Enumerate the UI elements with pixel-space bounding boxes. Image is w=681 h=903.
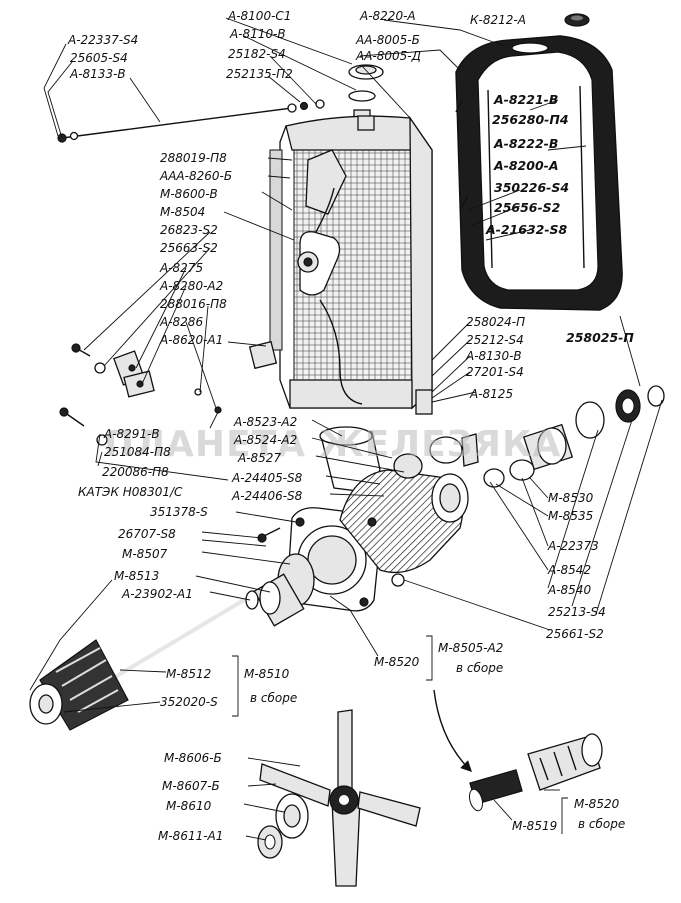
label-a8527: А-8527 <box>237 451 281 465</box>
label-a24406-s8: А-24406-S8 <box>231 489 303 503</box>
label-25656-s2: 25656-S2 <box>494 200 560 215</box>
label-350226-s4: 350226-S4 <box>494 180 569 195</box>
label-m8513: М-8513 <box>114 569 159 583</box>
label-m8505-assembled: в сборе <box>456 661 503 675</box>
label-a8133-v: А-8133-В <box>69 67 126 81</box>
label-a8291-v: А-8291-В <box>103 427 160 441</box>
small-cap <box>564 13 590 27</box>
label-a8222-v: А-8222-В <box>493 136 558 151</box>
label-220086-p8: 220086-П8 <box>102 465 169 479</box>
label-a8542: А-8542 <box>547 563 591 577</box>
label-m8510: М-8510 <box>244 667 290 681</box>
label-a8280-a2: А-8280-А2 <box>159 279 223 293</box>
bushings <box>468 733 603 812</box>
label-m8600-v: М-8600-В <box>160 187 218 201</box>
detail-arrow <box>433 689 472 772</box>
label-26823-s2: 26823-S2 <box>160 223 218 237</box>
label-a8221-v: А-8221-В <box>493 92 558 107</box>
label-m8519: М-8519 <box>512 819 557 833</box>
label-m8520-bushing: М-8520 <box>574 797 620 811</box>
label-25661-s2: 25661-S2 <box>546 627 604 641</box>
radiator-core <box>269 115 433 415</box>
label-a8540: А-8540 <box>547 583 591 597</box>
label-m8611-a1: М-8611-А1 <box>158 829 223 843</box>
label-aaa8260-b: ААА-8260-Б <box>159 169 232 183</box>
label-258025-p: 258025-П <box>566 330 634 345</box>
pump-outlet-elbow <box>319 426 381 493</box>
label-a8286: А-8286 <box>159 315 203 329</box>
label-27201-s4: 27201-S4 <box>466 365 524 379</box>
label-a23902-a1: А-23902-А1 <box>121 587 193 601</box>
label-a24405-s8: А-24405-S8 <box>231 471 303 485</box>
label-a8620-a1: А-8620-А1 <box>159 333 223 347</box>
label-256280-p4: 256280-П4 <box>492 112 569 127</box>
label-288016-p8: 288016-П8 <box>160 297 227 311</box>
label-aa8005-b: АА-8005-Б <box>355 33 420 47</box>
label-aa8005-d: АА-8005-Д <box>355 49 421 63</box>
label-288019-p8: 288019-П8 <box>160 151 227 165</box>
part-labels: А-22337-S4 25605-S4 А-8133-В А-8100-С1 А… <box>67 9 634 843</box>
pump-shaft-parts <box>393 385 665 488</box>
label-k8212-a: К-8212-А <box>470 13 526 27</box>
label-m8512: М-8512 <box>166 667 211 681</box>
label-m8520-assembled: в сборе <box>578 817 625 831</box>
label-a8524-a2: А-8524-А2 <box>233 433 297 447</box>
label-a8220-a: А-8220-А <box>359 9 416 23</box>
label-m8530: М-8530 <box>548 491 594 505</box>
label-m8606-b: М-8606-Б <box>164 751 222 765</box>
impeller-shaft <box>29 598 246 731</box>
thermostat <box>297 149 363 405</box>
label-25213-s4: 25213-S4 <box>548 605 606 619</box>
label-m8610: М-8610 <box>166 799 212 813</box>
label-m8535: М-8535 <box>548 509 593 523</box>
label-m8520-pump: М-8520 <box>374 655 420 669</box>
label-252135-p2: 252135-П2 <box>226 67 293 81</box>
label-25212-s4: 25212-S4 <box>466 333 524 347</box>
label-m8505-a2: М-8505-А2 <box>438 641 503 655</box>
label-25182-s4: 25182-S4 <box>228 47 286 61</box>
label-a8275: А-8275 <box>159 261 203 275</box>
label-a21632-s8: А-21632-S8 <box>485 222 568 237</box>
pump-hub <box>245 527 315 627</box>
label-258024-p: 258024-П <box>466 315 525 329</box>
label-katek: КАТЭК Н08301/С <box>78 485 183 499</box>
inlet-pipe <box>113 340 278 398</box>
radiator-shell <box>455 35 623 311</box>
label-a8110-v: А-8110-В <box>229 27 286 41</box>
fan-assembly <box>257 709 421 887</box>
leader-lines <box>29 17 663 841</box>
label-a8130-v: А-8130-В <box>465 349 522 363</box>
label-25663-s2: 25663-S2 <box>160 241 218 255</box>
label-m8504: М-8504 <box>160 205 205 219</box>
label-m8510-assembled: в сборе <box>250 691 297 705</box>
label-a8125: А-8125 <box>469 387 513 401</box>
label-a8100-s1: А-8100-С1 <box>227 9 291 23</box>
label-a22337-s4: А-22337-S4 <box>67 33 138 47</box>
label-a8523-a2: А-8523-А2 <box>233 415 297 429</box>
label-25605-s4: 25605-S4 <box>70 51 128 65</box>
label-m8607-b: М-8607-Б <box>162 779 220 793</box>
label-a8200-a: А-8200-А <box>493 158 559 173</box>
pump-body <box>287 469 469 612</box>
label-351378-s: 351378-S <box>150 505 208 519</box>
label-m8507: М-8507 <box>122 547 168 561</box>
drain-rod <box>57 99 325 143</box>
label-26707-s8: 26707-S8 <box>118 527 176 541</box>
label-251084-p8: 251084-П8 <box>104 445 171 459</box>
label-352020-s: 352020-S <box>160 695 218 709</box>
label-a22373: А-22373 <box>547 539 599 553</box>
